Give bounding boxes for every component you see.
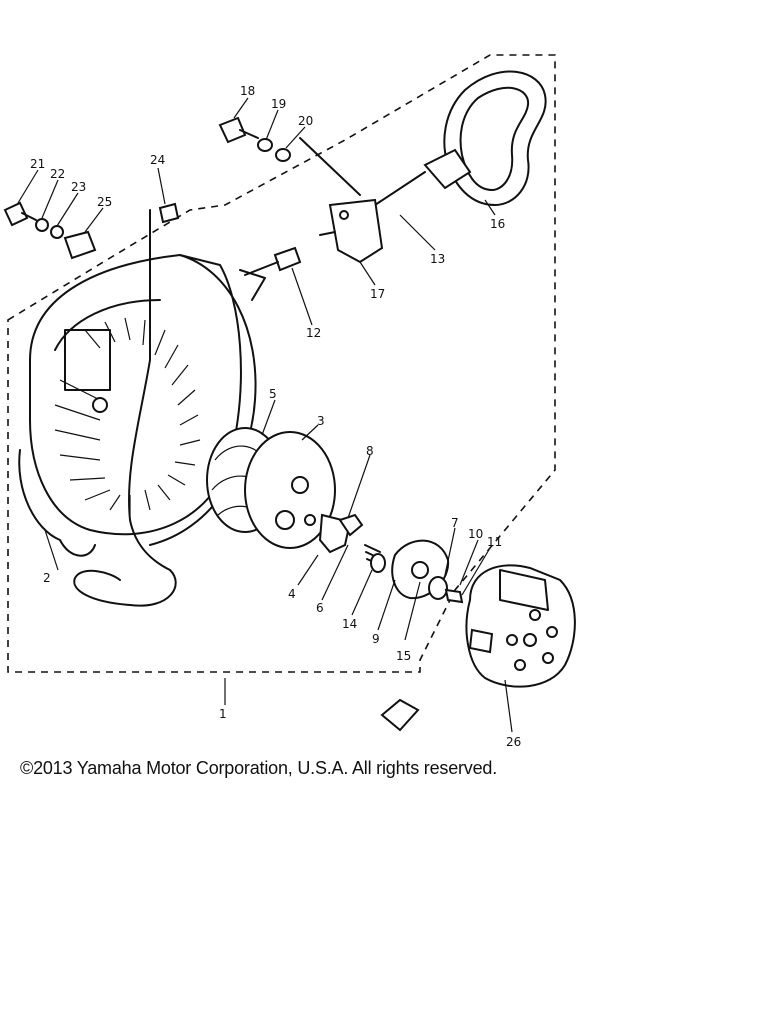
part-label-5: 5 (269, 387, 277, 401)
part-label-3: 3 (317, 414, 325, 428)
exploded-parts-diagram: 1 2 3 4 5 6 7 8 9 10 11 12 13 14 15 16 1… (3, 54, 576, 749)
warning-tag (380, 698, 420, 732)
assembly-boundary (7, 54, 556, 673)
recoil-pulley (206, 427, 336, 549)
part-label-14: 14 (342, 617, 357, 631)
part-label-17: 17 (370, 287, 385, 301)
part-label-11: 11 (487, 535, 502, 549)
part-label-18: 18 (240, 84, 255, 98)
part-label-20: 20 (298, 114, 313, 128)
part-label-25: 25 (97, 195, 112, 209)
part-label-8: 8 (366, 444, 374, 458)
cable-loop (73, 209, 177, 607)
part-label-6: 6 (316, 601, 324, 615)
part-label-24: 24 (150, 153, 165, 167)
part-label-16: 16 (490, 217, 505, 231)
part-label-13: 13 (430, 252, 445, 266)
part-label-22: 22 (50, 167, 65, 181)
part-label-21: 21 (30, 157, 45, 171)
fasteners (3, 116, 291, 260)
part-label-7: 7 (451, 516, 459, 530)
part-label-12: 12 (306, 326, 321, 340)
starter-handle (374, 70, 547, 207)
drive-hub (465, 564, 576, 688)
copyright-notice: ©2013 Yamaha Motor Corporation, U.S.A. A… (20, 758, 498, 778)
ratchet-parts (318, 513, 464, 604)
rope-guide (328, 198, 384, 264)
part-label-26: 26 (506, 735, 521, 749)
part-label-9: 9 (372, 632, 380, 646)
rope-grommet (273, 246, 302, 272)
part-label-19: 19 (271, 97, 286, 111)
part-label-4: 4 (288, 587, 296, 601)
part-label-23: 23 (71, 180, 86, 194)
part-label-1: 1 (219, 707, 227, 721)
leader-lines (17, 97, 513, 733)
part-label-15: 15 (396, 649, 411, 663)
part-number-labels: 1 2 3 4 5 6 7 8 9 10 11 12 13 14 15 16 1… (30, 84, 521, 749)
part-label-10: 10 (468, 527, 483, 541)
part-label-2: 2 (43, 571, 51, 585)
